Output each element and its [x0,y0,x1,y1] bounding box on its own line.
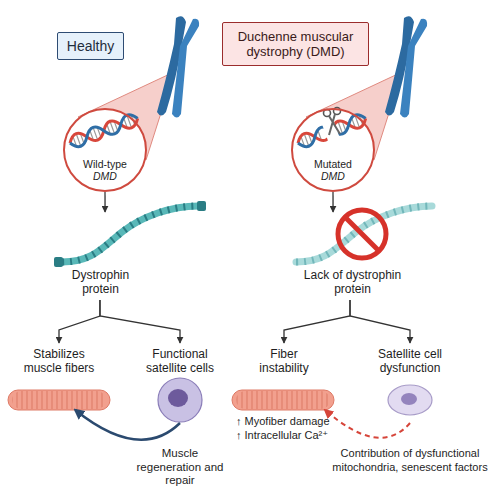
disease-box: Duchenne muscular dystrophy (DMD) [222,22,369,66]
node-text: DMD [63,170,147,182]
circle-outline-shape [64,109,146,191]
connector-arrow [325,410,410,438]
connector-arrow [100,300,180,343]
node-text: Mutated [291,158,375,170]
protein-chain [62,206,198,262]
circle-fill [292,109,374,191]
edge-label: Contribution of dysfunctional mitochondr… [330,447,490,474]
satellite-cell-node: Functional satellite cells [140,343,220,423]
node-text: Functional satellite cells [140,347,220,375]
dna-rungs [301,114,363,146]
node-text: DMD [291,170,375,182]
node-text: Healthy [67,38,114,54]
connector-arrow [59,300,100,343]
connector-arrow [75,410,180,440]
fiber-stripes [236,391,330,409]
circle-fill [64,109,146,191]
prohibition-slash [345,217,379,251]
protein-chain [296,206,432,262]
muscle-fiber-node: Fiber instability [230,343,338,410]
protein-end [197,201,206,211]
protein-end [54,257,63,267]
scissors [324,108,341,136]
node-text: Satellite cell dysfunction [365,347,455,375]
annotation-text: ↑ Myofiber damage [236,415,330,428]
protein-beads [62,206,198,262]
prohibition-sign [338,210,386,258]
muscle-fiber [232,390,334,410]
cell-nucleus [168,389,188,407]
scissors-blade [329,114,340,135]
connector-arrow [284,300,350,343]
muscle-fiber [8,390,110,410]
connector-arrow [350,300,410,343]
cell-nucleus [401,393,417,405]
satellite-cell [158,378,202,422]
connector-arrow [104,192,105,212]
node-text: Dystrophin protein [58,268,143,296]
node-text: Duchenne muscular dystrophy (DMD) [231,29,360,59]
node-text: Stabilizes muscle fibers [15,347,103,375]
protein-node: Lack of dystrophin protein [290,212,440,300]
node-text: Fiber instability [244,347,324,375]
protein-node: Dystrophin protein [50,212,200,300]
circle-outline-shape [292,109,374,191]
chromosome [172,19,199,118]
muscle-fiber-node: Stabilizes muscle fibers [5,343,113,410]
status-box: Healthy [57,32,124,60]
satellite-cell [388,385,432,415]
node-text: Wild-type [63,158,147,170]
annotation-text: ↑ Intracellular Ca²⁺ [236,429,328,442]
chromosome [400,19,427,118]
fiber-stripes [12,391,106,409]
dna-helix [294,108,369,153]
gene-circle: MutatedDMD [291,108,375,192]
satellite-cell-node: Satellite cell dysfunction [365,343,455,423]
gene-circle: Wild-typeDMD [63,108,147,192]
node-text: Lack of dystrophin protein [295,268,410,296]
protein-beads [296,206,432,262]
connector-arrow [332,192,333,212]
edge-label: Muscle regeneration and repair [136,447,224,488]
